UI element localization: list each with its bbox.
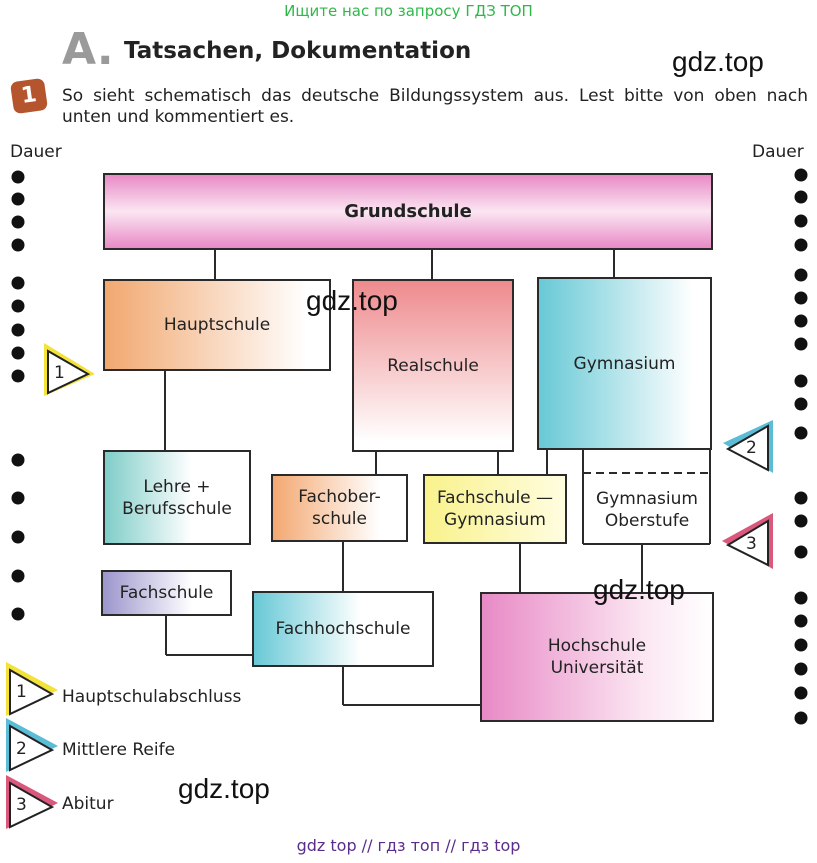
box-fachhochschule: Fachhochschule — [252, 591, 434, 667]
box-gymnasium: Gymnasium — [537, 277, 712, 450]
marker-1-number: 1 — [54, 363, 65, 383]
dauer-label-right: Dauer — [752, 142, 804, 162]
box-fachschule-gymnasium-label: Fachschule — Gymnasium — [436, 488, 554, 530]
task-instruction: So sieht schematisch das deutsche Bildun… — [62, 86, 808, 127]
box-hochschule-universitaet-label: Hochschule Universität — [547, 636, 647, 678]
right-duration-dots — [794, 168, 808, 725]
box-hochschule-universitaet: Hochschule Universität — [480, 592, 714, 722]
box-lehre-berufsschule: Lehre + Berufsschule — [103, 450, 251, 545]
section-letter: A. — [62, 24, 114, 75]
watermark: gdz.top — [593, 574, 685, 605]
box-gymnasium-oberstufe: Gymnasium Oberstufe — [585, 478, 709, 542]
box-hauptschule: Hauptschule — [103, 279, 331, 371]
box-grundschule: Grundschule — [103, 173, 713, 250]
marker-triangle-2 — [723, 420, 773, 473]
box-fachoberschule: Fachober- schule — [271, 474, 408, 542]
box-gymnasium-oberstufe-label: Gymnasium Oberstufe — [596, 489, 698, 531]
legend-number-1: 1 — [16, 682, 27, 702]
left-duration-dots — [11, 170, 25, 621]
box-realschule-label: Realschule — [387, 355, 479, 376]
legend-number-2: 2 — [16, 739, 27, 759]
legend-number-3: 3 — [16, 795, 27, 815]
box-hauptschule-label: Hauptschule — [163, 315, 271, 335]
legend-label-2: Mittlere Reife — [62, 740, 176, 760]
box-realschule: Realschule — [352, 279, 514, 452]
marker-2-number: 2 — [746, 438, 757, 458]
box-fachoberschule-label: Fachober- schule — [298, 487, 381, 529]
legend-label-1: Hauptschulabschluss — [62, 687, 242, 707]
section-title: Tatsachen, Dokumentation — [124, 38, 472, 64]
box-lehre-berufsschule-label: Lehre + Berufsschule — [122, 476, 232, 519]
box-grundschule-label: Grundschule — [344, 200, 472, 222]
top-banner: Ищите нас по запросу ГДЗ ТОП — [284, 2, 533, 20]
legend-triangle-1 — [6, 662, 58, 716]
watermark: gdz.top — [178, 773, 270, 804]
legend-triangle-2 — [6, 718, 58, 772]
legend-triangle-3 — [6, 775, 58, 829]
marker-triangle-3 — [722, 513, 773, 569]
box-fachschule-gymnasium: Fachschule — Gymnasium — [423, 474, 567, 544]
box-fachhochschule-label: Fachhochschule — [275, 619, 411, 639]
marker-3-number: 3 — [746, 534, 757, 554]
watermark: gdz.top — [672, 46, 764, 77]
dauer-label-left: Dauer — [10, 142, 62, 162]
box-fachschule-label: Fachschule — [119, 583, 214, 603]
box-gymnasium-label: Gymnasium — [573, 353, 676, 374]
watermark: gdz.top — [306, 285, 398, 316]
marker-triangle-1 — [44, 343, 95, 396]
box-fachschule: Fachschule — [101, 570, 232, 616]
footer-links[interactable]: gdz top // гдз топ // гдз top — [296, 836, 521, 855]
legend-label-3: Abitur — [62, 794, 114, 814]
